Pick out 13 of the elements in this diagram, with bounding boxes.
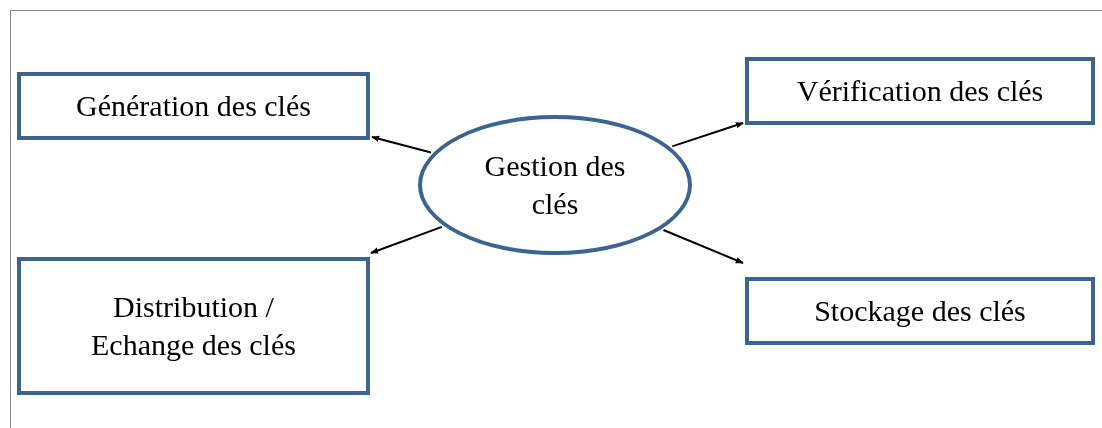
process-box [745,277,1095,345]
node-label: Distribution / Echange des clés [90,289,297,363]
node-label: Gestion des clés [483,148,627,222]
arrow [371,135,432,154]
process-box [17,72,370,140]
arrow [671,122,744,148]
process-box [17,257,370,395]
process-box [745,57,1095,125]
node-label: Vérification des clés [796,73,1044,109]
arrow [370,225,443,254]
node-label: Stockage des clés [814,293,1026,329]
arrow [662,229,744,264]
node-label: Génération des clés [76,88,311,124]
